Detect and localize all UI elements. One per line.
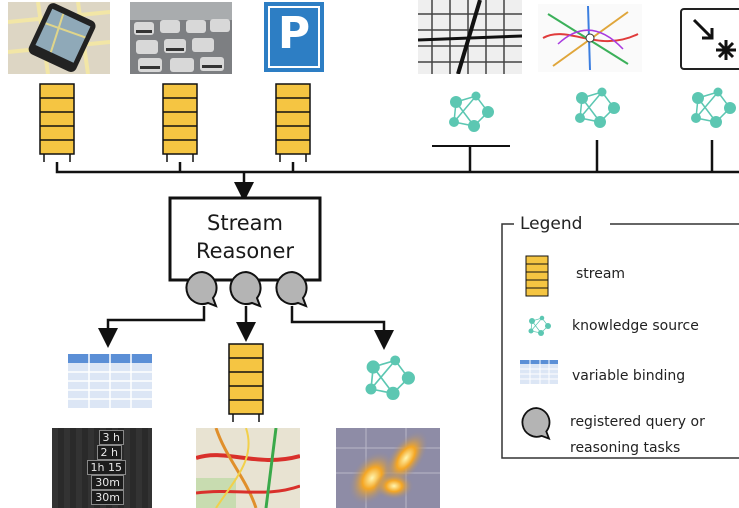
traffic-map-photo: [196, 428, 300, 508]
legend-knowledge-source-icon: [528, 315, 552, 337]
legend-label-variable-binding: variable binding: [572, 368, 686, 384]
legend-label-query-1: registered query or: [570, 414, 705, 430]
city-map-icon: [418, 0, 522, 74]
metro-map-icon: [538, 4, 642, 72]
knowledge-source-2: [574, 86, 621, 129]
input-stream-1: [39, 83, 75, 163]
input-stream-2: [162, 83, 198, 163]
legend-stream-icon: [525, 255, 549, 297]
legend-label-knowledge-source: knowledge source: [572, 318, 699, 334]
traffic-photo-icon: [130, 2, 232, 74]
parking-time-2: 2 h: [96, 445, 122, 460]
legend-frame: [501, 223, 739, 459]
parking-sign-icon: P: [264, 2, 324, 72]
output-variable-binding: [68, 354, 152, 408]
phone-map-icon: [8, 2, 110, 74]
arrow-asterisk-icon: [680, 8, 739, 70]
input-stream-3: [275, 83, 311, 163]
legend-title: Legend: [514, 214, 589, 234]
legend-label-stream: stream: [576, 266, 626, 282]
parking-time-3: 1h 15: [86, 460, 126, 475]
knowledge-source-1: [448, 90, 495, 133]
parking-letter: P: [277, 8, 311, 59]
parking-time-5: 30m: [91, 490, 124, 505]
reasoner-line-2: Reasoner: [195, 239, 295, 263]
parking-times-photo: 3 h 2 h 1h 15 30m 30m: [52, 428, 152, 508]
heatmap-photo: [336, 428, 440, 508]
knowledge-source-3: [690, 86, 737, 129]
output-stream: [228, 343, 264, 423]
legend-query-icon: [521, 407, 551, 440]
legend-label-query-2: reasoning tasks: [570, 440, 681, 456]
legend-variable-binding-icon: [520, 360, 558, 384]
output-knowledge-source: [364, 354, 416, 401]
stream-reasoner-box: [168, 196, 322, 282]
stream-reasoner-label: Stream Reasoner: [170, 205, 320, 275]
reasoner-line-1: Stream: [207, 211, 283, 235]
parking-time-4: 30m: [91, 475, 124, 490]
parking-time-1: 3 h: [98, 430, 124, 445]
